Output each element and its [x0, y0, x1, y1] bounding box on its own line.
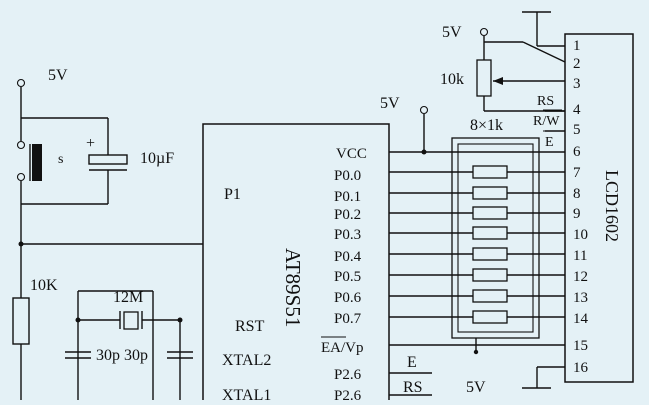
lcd1602: LCD1602 RS R/W E 1 2 3 4 5 6 7 8 9 10 11…: [533, 33, 634, 383]
lcd-pin-13: 13: [573, 290, 588, 306]
resistor-1: [472, 165, 508, 179]
resistor-network-outer: [451, 137, 540, 339]
mcu-name: AT89S51: [281, 248, 305, 327]
vcc-terminal-left: [16, 78, 26, 88]
lcd-pin-6: 6: [573, 144, 581, 160]
lcd-pin-2: 2: [573, 56, 581, 72]
vcc-label-top: 5V: [442, 24, 462, 41]
crystal-label: 12M: [113, 289, 143, 306]
mcu-pin-p26-b: P2.6: [334, 388, 362, 400]
mcu-pin-p03: P0.3: [334, 227, 361, 243]
lcd-pin-5: 5: [573, 122, 581, 138]
switch-contact-top: [16, 140, 26, 150]
lcd-pin-9: 9: [573, 206, 581, 222]
lcd-pin-3: 3: [573, 76, 581, 92]
mcu-body: [202, 123, 390, 405]
capacitor-label: 10µF: [140, 150, 174, 167]
load-caps-label: 30p 30p: [96, 347, 148, 364]
resistor-6: [472, 268, 508, 282]
lcd-pin-12: 12: [573, 269, 588, 285]
resistor-3: [472, 206, 508, 220]
contrast-circuit: 5V 10k: [440, 11, 566, 389]
data-bus: 5V 8×1k 5V E RS: [380, 95, 565, 396]
crystal: [123, 311, 139, 330]
switch-contact-bottom: [16, 172, 26, 182]
resistor-7: [472, 289, 508, 303]
mcu-xtal1-label: XTAL1: [222, 387, 271, 400]
svg-text:+: +: [86, 135, 95, 152]
mcu-xtal2-label: XTAL2: [222, 352, 271, 369]
lcd-pin-16: 16: [573, 360, 589, 376]
resistor-2: [472, 186, 508, 200]
lcd-e-label: E: [545, 135, 554, 150]
mcu-pin-p01: P0.1: [334, 189, 361, 205]
mcu-at89s51: P1 RST XTAL2 XTAL1 AT89S51 VCC P0.0 P0.1…: [202, 123, 390, 405]
lcd-pin-10: 10: [573, 227, 588, 243]
mcu-p1-label: P1: [224, 186, 241, 203]
mcu-pin-p06: P0.6: [334, 290, 362, 306]
pot-label: 10k: [440, 71, 464, 88]
vcc-terminal-mid: [419, 105, 429, 115]
mcu-pin-p05: P0.5: [334, 269, 361, 285]
contrast-pot: [476, 59, 492, 97]
lcd-pin-14: 14: [573, 311, 589, 327]
lcd-pin-4: 4: [573, 102, 581, 118]
mcu-pin-ea: EA/Vp: [321, 340, 364, 356]
push-switch: [32, 144, 42, 181]
switch-label: s: [58, 152, 63, 167]
reset-resistor-label: 10K: [30, 277, 58, 294]
rs-net-label: RS: [403, 379, 423, 396]
lcd-pin-15: 15: [573, 338, 588, 354]
mcu-pin-vcc: VCC: [336, 146, 367, 162]
resistor-4: [472, 226, 508, 240]
lcd-body: [564, 33, 634, 383]
vcc-label-left: 5V: [48, 67, 68, 84]
vcc-label-bottom: 5V: [466, 379, 486, 396]
resistor-network-inner: [457, 143, 534, 333]
vcc-label-mid: 5V: [380, 95, 400, 112]
mcu-pin-p04: P0.4: [334, 249, 362, 265]
lcd-pin-11: 11: [573, 248, 587, 264]
vcc-terminal-top: [479, 27, 489, 37]
lcd-pin-1: 1: [573, 38, 581, 54]
resistor-8: [472, 310, 508, 324]
lcd-name: LCD1602: [602, 170, 622, 242]
lcd-rs-label: RS: [537, 94, 554, 109]
mcu-rst-label: RST: [235, 318, 265, 335]
mcu-pin-p07: P0.7: [334, 311, 362, 327]
reset-resistor: [12, 297, 30, 345]
mcu-pin-p00: P0.0: [334, 168, 361, 184]
mcu-pin-p02: P0.2: [334, 207, 361, 223]
resistor-network-label: 8×1k: [470, 117, 503, 134]
resistor-5: [472, 247, 508, 261]
e-net-label: E: [407, 354, 417, 371]
lcd-pin-7: 7: [573, 165, 581, 181]
mcu-pin-p26-a: P2.6: [334, 367, 362, 383]
electrolytic-capacitor: [88, 154, 128, 165]
lcd-pin-8: 8: [573, 186, 581, 202]
reset-circuit: 5V s + 10µF 10K 12M: [12, 67, 203, 400]
lcd-rw-label: R/W: [533, 114, 560, 129]
